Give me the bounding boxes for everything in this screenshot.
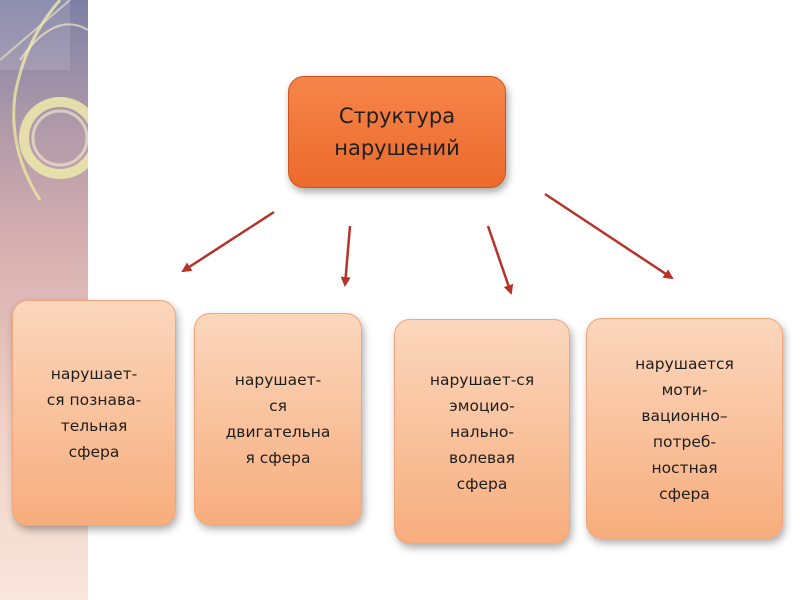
diagram-child-node-motivational: нарушается моти- вационно– потреб- ностн… — [586, 318, 783, 539]
arrow-to-emotional — [488, 226, 511, 293]
decorative-rings — [0, 0, 88, 240]
arrow-to-motivational — [545, 194, 672, 278]
arrow-to-motor — [345, 226, 350, 285]
diagram-child-node-emotional: нарушает-ся эмоцио- нально- волевая сфер… — [394, 319, 570, 544]
diagram-root-node: Структура нарушений — [288, 76, 506, 188]
diagram-child-node-cognitive: нарушает- ся познава- тельная сфера — [12, 300, 176, 526]
diagram-child-node-motor: нарушает- ся двигательна я сфера — [194, 313, 362, 525]
arrow-to-cognitive — [183, 212, 274, 271]
